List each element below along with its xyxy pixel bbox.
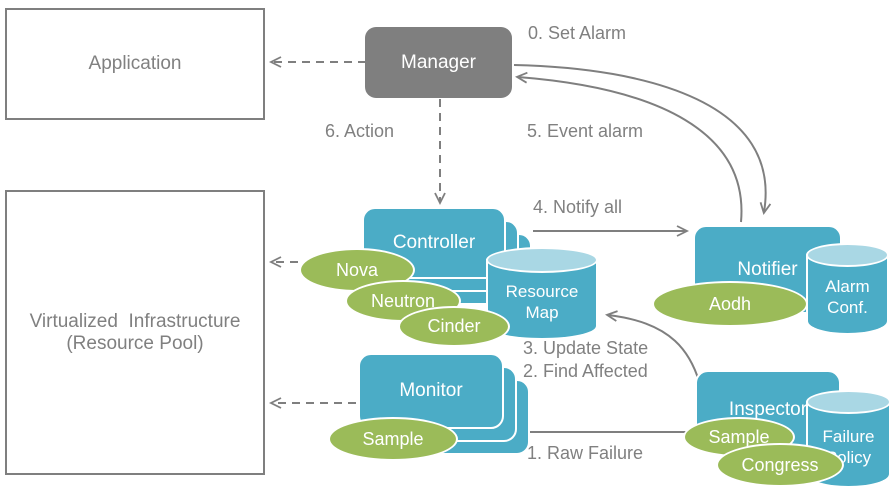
step-label-find-affected: 2. Find Affected bbox=[523, 361, 648, 381]
manager-label: Manager bbox=[401, 51, 476, 73]
nova-label: Nova bbox=[335, 259, 379, 280]
failure-policy-label-line1: Failure bbox=[822, 427, 875, 446]
failure-policy-cylinder-top bbox=[806, 390, 891, 414]
step-label-update-state: 3. Update State bbox=[523, 338, 649, 358]
neutron-label: Neutron bbox=[370, 290, 436, 311]
sample-inspector-label: Sample bbox=[708, 426, 770, 447]
sample-monitor-label: Sample bbox=[362, 428, 424, 449]
alarm-conf-cylinder-body bbox=[806, 255, 889, 335]
congress-label: Congress bbox=[741, 454, 819, 475]
step-label-action: 6. Action bbox=[325, 121, 395, 141]
aodh-label: Aodh bbox=[708, 293, 752, 314]
manager-node: Manager bbox=[365, 27, 512, 98]
resource-map-label-line2: Map bbox=[525, 302, 559, 322]
inspector-label: Inspector bbox=[728, 399, 808, 420]
step-label-raw-failure: 1. Raw Failure bbox=[527, 443, 644, 463]
set-alarm-arc bbox=[513, 64, 772, 215]
step-label-notify-all: 4. Notify all bbox=[533, 197, 623, 217]
application-label: Application bbox=[88, 53, 182, 74]
notifier-label: Notifier bbox=[737, 258, 798, 280]
virtualized-infrastructure-label-line2: (Resource Pool) bbox=[66, 332, 204, 354]
controller-label: Controller bbox=[392, 232, 476, 253]
resource-map-label-line1: Resource bbox=[505, 281, 579, 301]
alarm-conf-label-line1: Alarm bbox=[825, 277, 870, 296]
alarm-conf-cylinder: Alarm Conf. bbox=[806, 243, 889, 335]
virtualized-infrastructure-label-line1: Virtualized Infrastructure bbox=[29, 310, 241, 332]
application-box: Application bbox=[5, 8, 265, 120]
resource-map-cylinder: Resource Map bbox=[486, 247, 598, 340]
step-label-set-alarm: 0. Set Alarm bbox=[528, 23, 627, 43]
virtualized-infrastructure-box: Virtualized Infrastructure (Resource Poo… bbox=[5, 190, 265, 475]
cinder-ellipse: Cinder bbox=[398, 306, 510, 347]
cinder-label: Cinder bbox=[427, 316, 481, 336]
event-alarm-arc bbox=[514, 71, 743, 223]
aodh-ellipse: Aodh bbox=[652, 281, 808, 327]
alarm-conf-cylinder-top bbox=[806, 243, 889, 267]
step-label-event-alarm: 5. Event alarm bbox=[527, 121, 644, 141]
sample-monitor-ellipse: Sample bbox=[328, 417, 458, 461]
resource-map-cylinder-top bbox=[486, 247, 598, 273]
alarm-conf-label-line2: Conf. bbox=[827, 298, 868, 317]
monitor-label: Monitor bbox=[399, 380, 463, 401]
congress-ellipse: Congress bbox=[716, 443, 844, 487]
